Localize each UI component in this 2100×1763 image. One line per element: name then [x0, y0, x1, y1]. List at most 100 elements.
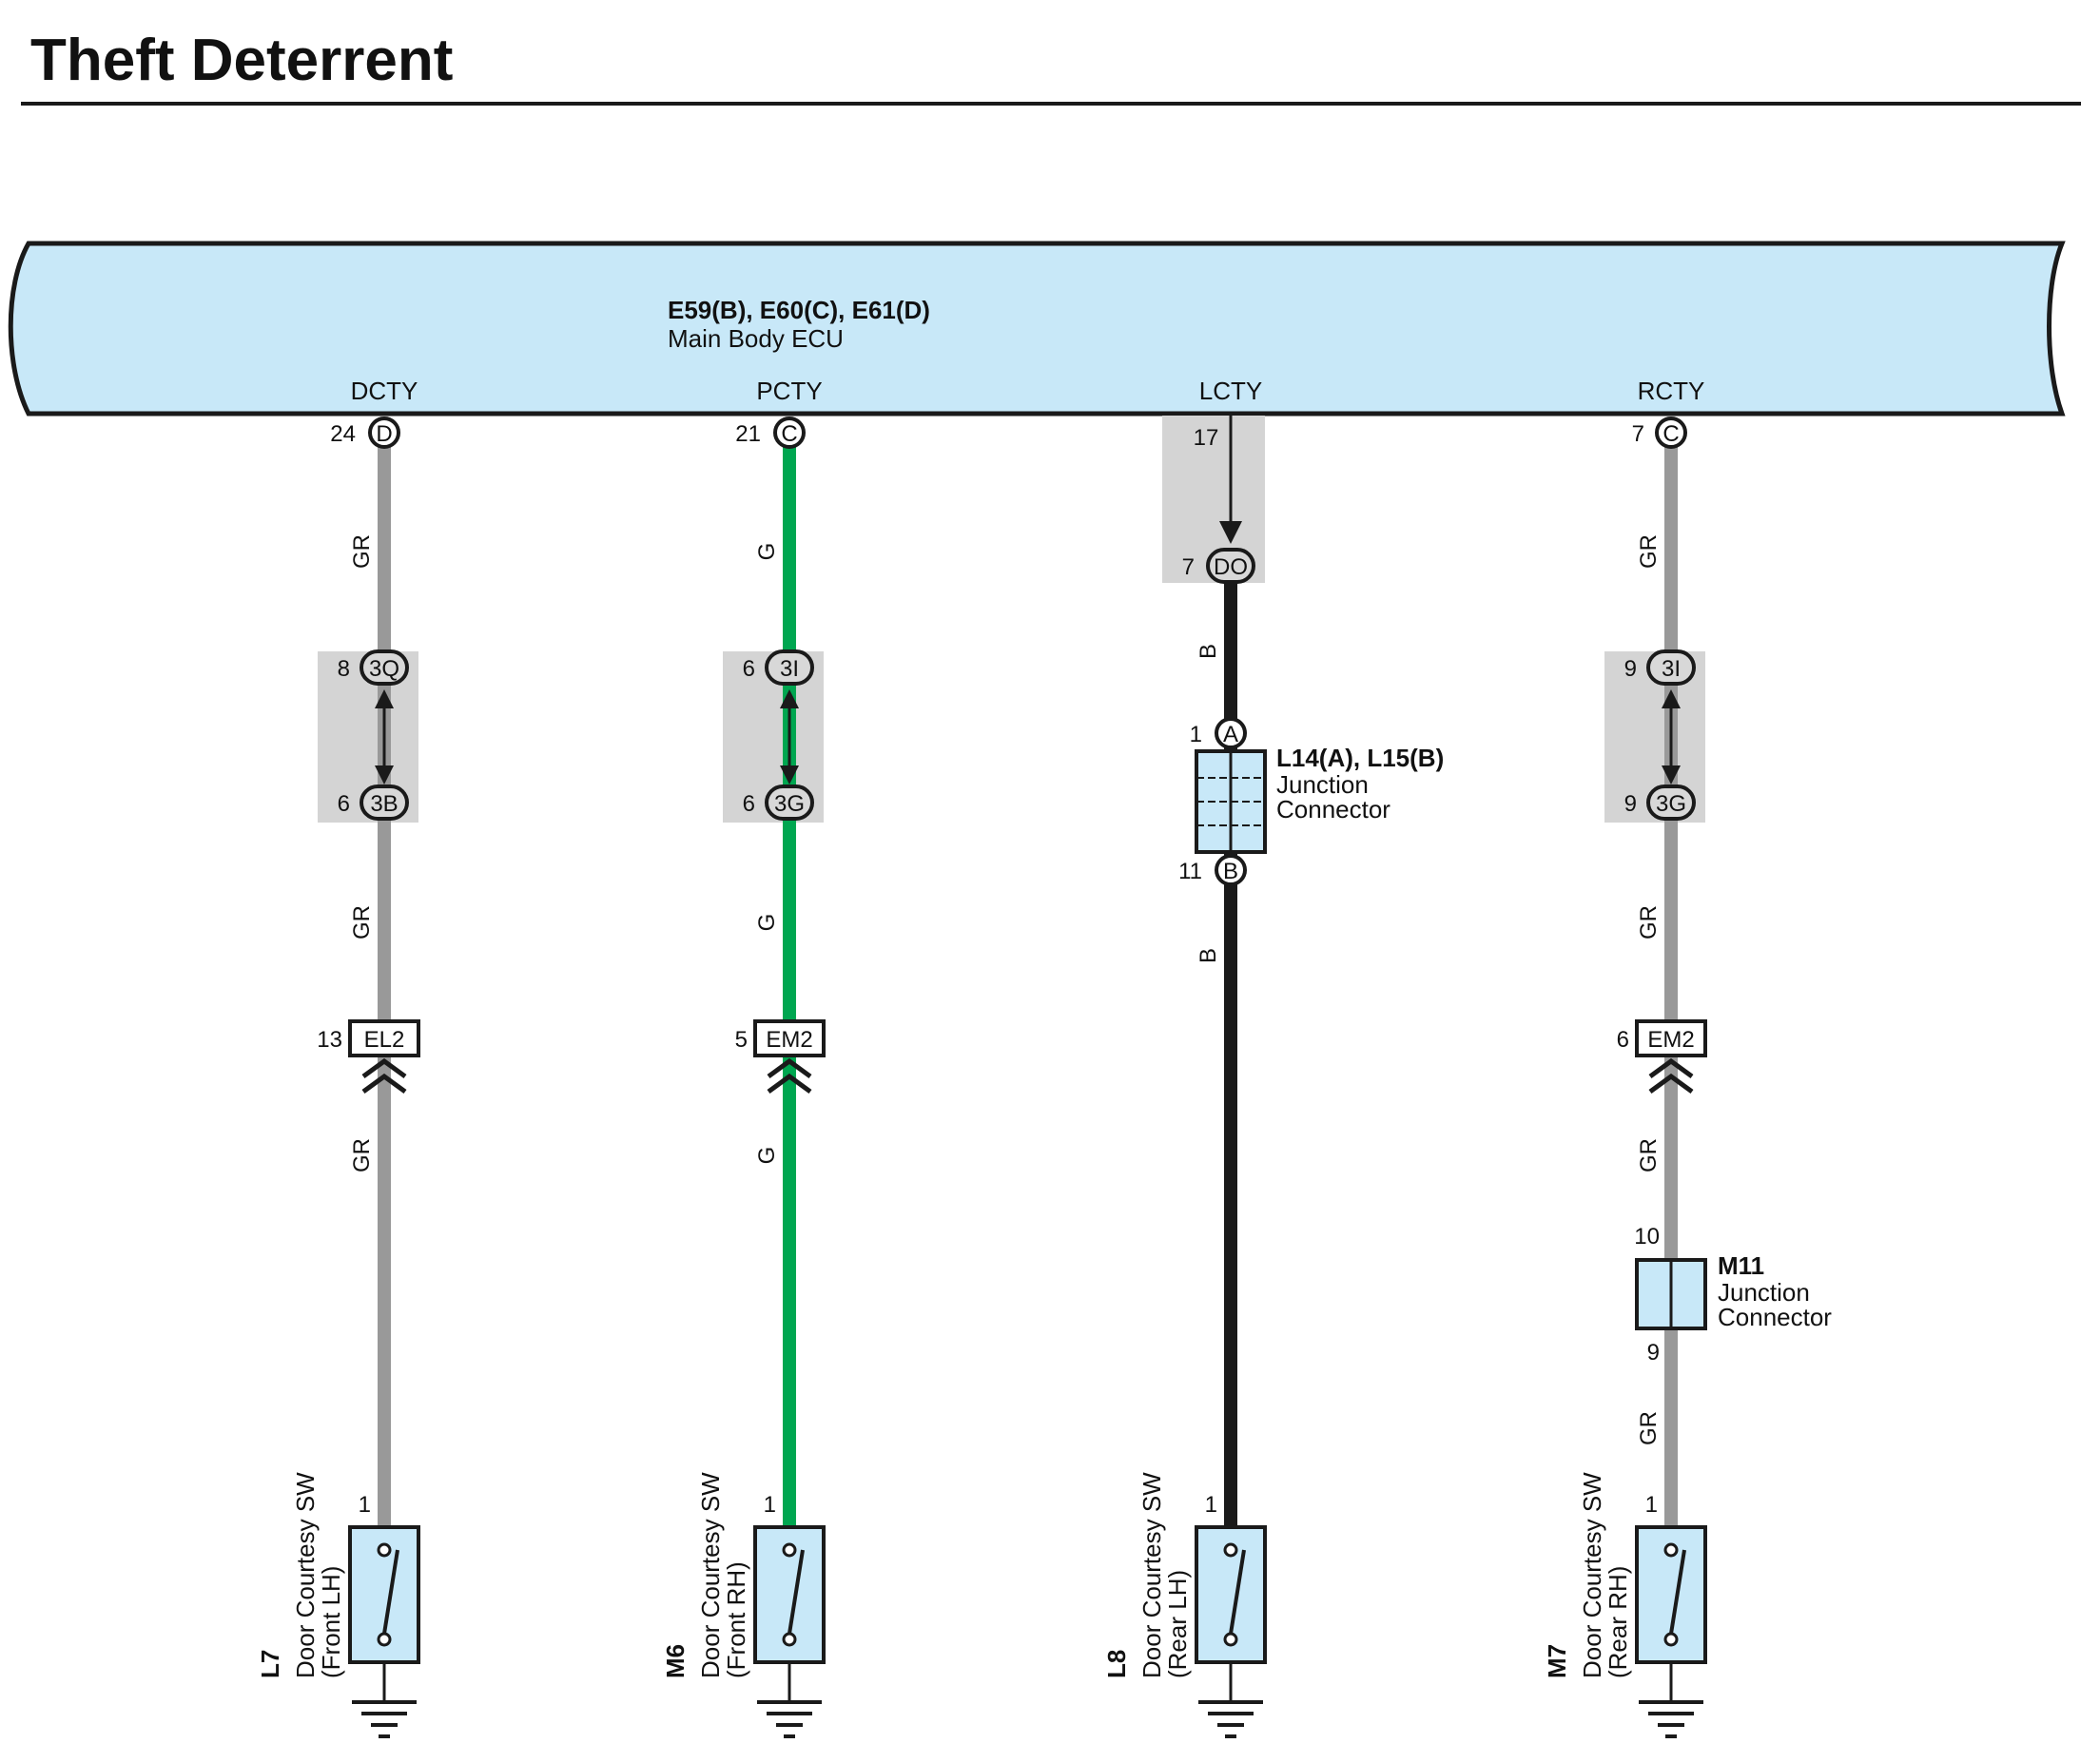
- junction-bottom-oval: [360, 785, 409, 821]
- switch-name: Door Courtesy SW: [1138, 1472, 1166, 1678]
- junction-top-pin: 8: [338, 656, 350, 682]
- switch-id: M6: [661, 1644, 690, 1678]
- switch-contact-bottom: [1663, 1632, 1679, 1647]
- switch-id: M7: [1543, 1644, 1571, 1678]
- ecu-conn-letter: C: [781, 421, 797, 447]
- switch-name: Door Courtesy SW: [696, 1472, 725, 1678]
- wire-color-label: G: [754, 914, 780, 932]
- switch-id: L8: [1102, 1650, 1131, 1678]
- inline-oval: [1206, 548, 1255, 584]
- jc-name-1: Junction: [1718, 1278, 1810, 1307]
- jc-top-circle: [1215, 717, 1247, 749]
- switch-pin: 1: [1645, 1492, 1658, 1518]
- circuit-rcty: C 7 GR 3I 9 3G 9 GR EM2 6 GR 10 9 M11 Ju…: [1543, 417, 1832, 1738]
- switch-blade: [1229, 1549, 1246, 1635]
- ground-icon: [1198, 1700, 1263, 1738]
- switch-pin: 1: [764, 1492, 776, 1518]
- inline-connector-code: EM2: [1647, 1027, 1694, 1053]
- junction-top-pin: 9: [1624, 656, 1637, 682]
- junction-top-oval: [1646, 649, 1696, 686]
- wire-color-label: GR: [349, 905, 375, 940]
- wire-color-label: B: [1196, 644, 1221, 659]
- switch-id: L7: [256, 1650, 284, 1678]
- inline-connector-box: [1635, 1019, 1707, 1057]
- jc-bottom-pin: 9: [1647, 1340, 1660, 1366]
- inline-arrow-down: [1219, 521, 1242, 544]
- switch-location: (Rear RH): [1604, 1566, 1632, 1678]
- wire-color-label: GR: [1636, 1411, 1662, 1445]
- inline-connector-code: EL2: [364, 1027, 405, 1053]
- ecu-pin-number: 7: [1632, 421, 1644, 447]
- junction-bottom-oval: [765, 785, 814, 821]
- junction-bottom-pin: 6: [338, 791, 350, 817]
- junction-top-oval: [765, 649, 814, 686]
- wire-color-label: GR: [1636, 1138, 1662, 1172]
- junction-arrow-up: [780, 689, 799, 708]
- connector-chevrons: [767, 1057, 812, 1095]
- page-title: Theft Deterrent: [30, 28, 453, 93]
- junction-top-code: 3I: [1662, 656, 1681, 682]
- ground-icon: [352, 1700, 417, 1738]
- ecu-pin-number: 17: [1194, 425, 1219, 451]
- ecu-pin-number: 24: [330, 421, 356, 447]
- junction-bottom-code: 3G: [1656, 791, 1686, 817]
- switch-blade: [1669, 1549, 1686, 1635]
- inline-connector-box: [753, 1019, 826, 1057]
- junction-arrow-up: [375, 689, 394, 708]
- switch-name: Door Courtesy SW: [291, 1472, 320, 1678]
- inline-connector-box: [348, 1019, 420, 1057]
- jc-top-pin: 10: [1634, 1224, 1660, 1250]
- switch-name: Door Courtesy SW: [1578, 1472, 1606, 1678]
- ground-icon: [757, 1700, 822, 1738]
- terminal-pcty: PCTY: [756, 377, 822, 405]
- junction-top-pin: 6: [743, 656, 755, 682]
- ecu-pin-circle: [368, 417, 400, 449]
- junction-arrow-up: [1662, 689, 1681, 708]
- inline-connector-code: EM2: [766, 1027, 812, 1053]
- main-body-ecu: [8, 241, 2066, 417]
- circuit-pcty: C 21 G 3I 6 3G 6 G EM2 5 G 1 M6 Door Cou…: [661, 417, 826, 1738]
- switch-contact-top: [782, 1542, 797, 1558]
- connector-chevrons: [361, 1057, 407, 1095]
- jc-bottom-pin: 11: [1178, 859, 1202, 884]
- jc-top-letter: A: [1223, 722, 1238, 747]
- inline-connector-pin: 13: [317, 1027, 342, 1053]
- terminal-dcty: DCTY: [351, 377, 418, 405]
- ecu-pin-circle: [773, 417, 806, 449]
- inline-connector-pin: 5: [735, 1027, 748, 1053]
- junction-arrow-down: [1662, 765, 1681, 785]
- inline-conn-code: DO: [1214, 554, 1248, 580]
- junction-bottom-pin: 6: [743, 791, 755, 817]
- switch-contact-top: [1663, 1542, 1679, 1558]
- jc-top-pin: 1: [1190, 722, 1202, 747]
- inline-connector-pin: 6: [1617, 1027, 1629, 1053]
- switch-pin: 1: [359, 1492, 371, 1518]
- switch-location: (Rear LH): [1163, 1570, 1192, 1678]
- switch-blade: [788, 1549, 805, 1635]
- ecu-name-label: Main Body ECU: [668, 324, 844, 353]
- junction-arrow-down: [780, 765, 799, 785]
- junction-top-oval: [360, 649, 409, 686]
- ecu-pin-circle: [1655, 417, 1687, 449]
- connector-chevrons: [1648, 1057, 1694, 1095]
- switch-location: (Front RH): [722, 1561, 750, 1678]
- jc-bottom-circle: [1215, 854, 1247, 886]
- wire-color-label: B: [1196, 948, 1221, 963]
- ecu-pin-number: 21: [735, 421, 761, 447]
- junction-bottom-oval: [1646, 785, 1696, 821]
- jc-id: M11: [1718, 1251, 1764, 1280]
- junction-bottom-code: 3B: [370, 791, 398, 817]
- terminal-rcty: RCTY: [1638, 377, 1705, 405]
- junction-bottom-pin: 9: [1624, 791, 1637, 817]
- wire-color-label: GR: [1636, 905, 1662, 940]
- ground-icon: [1639, 1700, 1703, 1738]
- switch-contact-bottom: [1223, 1632, 1238, 1647]
- switch-location: (Front LH): [317, 1566, 345, 1678]
- ecu-conn-letter: D: [376, 421, 392, 447]
- ecu-conn-letter: C: [1662, 421, 1679, 447]
- switch-contact-top: [377, 1542, 392, 1558]
- wire-color-label: GR: [349, 534, 375, 569]
- junction-top-code: 3I: [780, 656, 799, 682]
- switch-contact-bottom: [377, 1632, 392, 1647]
